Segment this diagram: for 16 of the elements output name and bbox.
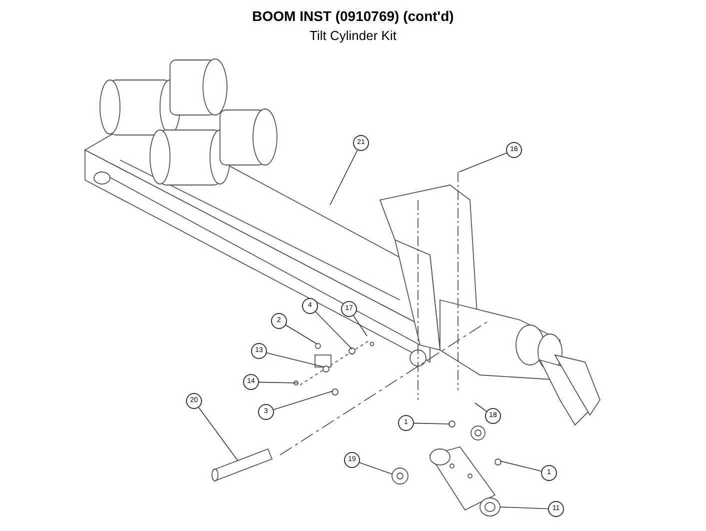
leader-line bbox=[353, 315, 368, 336]
leader-line bbox=[285, 324, 318, 344]
leader-line bbox=[266, 352, 324, 368]
leader-line bbox=[315, 311, 352, 350]
leader-line bbox=[198, 407, 238, 462]
leader-line bbox=[330, 150, 358, 206]
leader-line bbox=[500, 460, 542, 472]
leader-line bbox=[458, 152, 507, 172]
subtitle: Tilt Cylinder Kit bbox=[308, 28, 398, 43]
leader-line bbox=[359, 462, 392, 474]
leader-line bbox=[500, 506, 548, 510]
title: BOOM INST (0910769) (cont'd) bbox=[251, 8, 455, 24]
leader-line bbox=[258, 382, 298, 384]
leader-line bbox=[273, 390, 334, 410]
leader-line bbox=[474, 402, 487, 412]
leader-line bbox=[414, 422, 450, 424]
